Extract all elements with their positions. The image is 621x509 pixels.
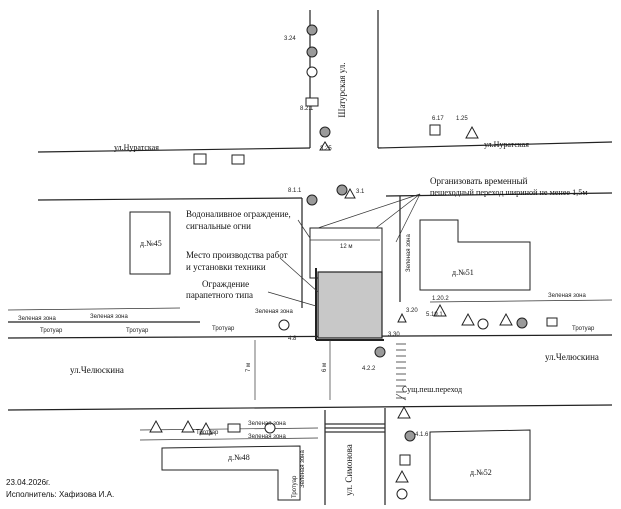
sign-label-8-2-1: 8.2.1: [300, 106, 314, 112]
sign-group-chelyuskina-south: [149, 405, 416, 500]
sign-label-3-25: 3.25: [320, 146, 332, 152]
sign-label-4-8: 4.8: [288, 336, 297, 342]
sidewalk-label-2: Тротуар: [126, 328, 149, 334]
chelyuskina-north-edge: [7, 334, 613, 339]
leader-worksite: [279, 257, 319, 293]
sign-group-chelyuskina-north: [278, 303, 558, 358]
chelyuskina-south-edge: [7, 404, 613, 411]
sidewalk-label-6: Тротуар: [292, 475, 298, 498]
building-51-label: д.№51: [452, 268, 474, 277]
label-temp-crossing-line2: пешеходный переход шириной не менее 1,5м: [430, 188, 588, 197]
chelyuskina-north-sidewalk-right: [429, 299, 613, 303]
dimension-12m-label: 12 м: [340, 244, 352, 250]
street-chelyuskina-right: ул.Челюскина: [545, 352, 599, 362]
sidewalk-label-4: Тротуар: [572, 326, 595, 332]
street-chelyuskina-left: ул.Челюскина: [70, 365, 124, 375]
footer-author: Исполнитель: Хафизова И.А.: [6, 490, 115, 499]
sign-label-3-20: 3.20: [406, 308, 418, 314]
sign-label-1-20-2: 1.20.2: [432, 296, 449, 302]
temporary-crossing: [396, 343, 406, 399]
sign-label-8-1-1: 8.1.1: [288, 188, 302, 194]
dimension-6m-label: 6 м: [322, 363, 328, 372]
label-parapet-line1: Ограждение: [202, 279, 249, 289]
street-nuratskaya-left: ул.Нуратская: [114, 143, 159, 152]
leader-crossing-3: [317, 193, 421, 229]
sign-label-4-1-6: 4.1.6: [415, 432, 429, 438]
street-shaturskaya: Шатурская ул.: [337, 62, 347, 117]
label-barrier-line1: Водоналивное ограждение,: [186, 209, 291, 219]
label-worksite-line2: и установки техники: [186, 262, 266, 272]
nuratskaya-south-edge-left: [37, 197, 303, 201]
sign-label-3-1: 3.1: [356, 189, 365, 195]
label-temp-crossing-line1: Организовать временный: [430, 176, 528, 186]
work-site-area: [317, 271, 383, 339]
building-48: [161, 445, 301, 501]
building-52-label: д.№52: [470, 468, 492, 477]
green-zone-label-7: Зеленая зона: [406, 234, 412, 273]
label-barrier-line2: сигнальные огни: [186, 221, 251, 231]
green-zone-line-left: [7, 307, 181, 311]
sign-group-shaturskaya: [305, 24, 331, 151]
street-nuratskaya-right: ул.Нуратская: [484, 140, 529, 149]
green-zone-label-2: Зеленая зона: [90, 314, 129, 320]
street-simonova: ул. Симонова: [344, 444, 354, 496]
leader-parapet: [267, 291, 317, 307]
green-zone-label-5: Зеленая зона: [248, 421, 287, 427]
building-48-label: д.№48: [228, 453, 250, 462]
building-45: [129, 211, 171, 275]
green-zone-label-8: Зеленая зона: [300, 450, 306, 489]
footer-date: 23.04.2026г.: [6, 478, 51, 487]
sidewalk-label-1: Тротуар: [40, 328, 63, 334]
leader-barrier: [297, 219, 311, 239]
barrier-zone-upper: [309, 227, 383, 279]
green-zone-label-4: Зеленая зона: [548, 293, 587, 299]
sign-label-3-24: 3.24: [284, 36, 296, 42]
building-45-label: д.№45: [140, 239, 162, 248]
sidewalk-label-5: Тротуар: [196, 430, 219, 436]
existing-crossing: [325, 423, 385, 433]
leader-existing-crossing: [395, 393, 407, 401]
sign-group-nuratskaya-left: [193, 153, 245, 165]
sidewalk-label-3: Тротуар: [212, 326, 235, 332]
green-zone-label-3: Зеленая зона: [255, 309, 294, 315]
nuratskaya-north-edge-left: [37, 147, 311, 153]
sign-label-3-30: 3.30: [388, 332, 400, 338]
leader-crossing-1: [375, 193, 421, 229]
south-green-line: [139, 437, 319, 441]
nuratskaya-south-edge-right: [385, 192, 613, 197]
dimension-7m-label: 7 м: [246, 363, 252, 372]
nuratskaya-north-edge-right: [377, 141, 613, 149]
building-52: [429, 429, 531, 501]
sign-label-4-2-2: 4.2.2: [362, 366, 376, 372]
label-worksite-line1: Место производства работ: [186, 250, 288, 260]
leader-crossing-2: [395, 193, 421, 243]
sign-label-1-25: 1.25: [456, 116, 468, 122]
label-existing-crossing: Сущ.пеш.переход: [402, 385, 462, 394]
sign-group-mid: [306, 184, 356, 206]
sign-label-6-17: 6.17: [432, 116, 444, 122]
sign-label-5-19-1: 5.19.1: [426, 312, 443, 318]
green-zone-label-6: Зеленая зона: [248, 434, 287, 440]
sign-group-nuratskaya-right: [429, 124, 479, 139]
label-parapet-line2: парапетного типа: [186, 290, 253, 300]
green-zone-label-1: Зеленая зона: [18, 316, 57, 322]
building-51: [419, 219, 531, 291]
